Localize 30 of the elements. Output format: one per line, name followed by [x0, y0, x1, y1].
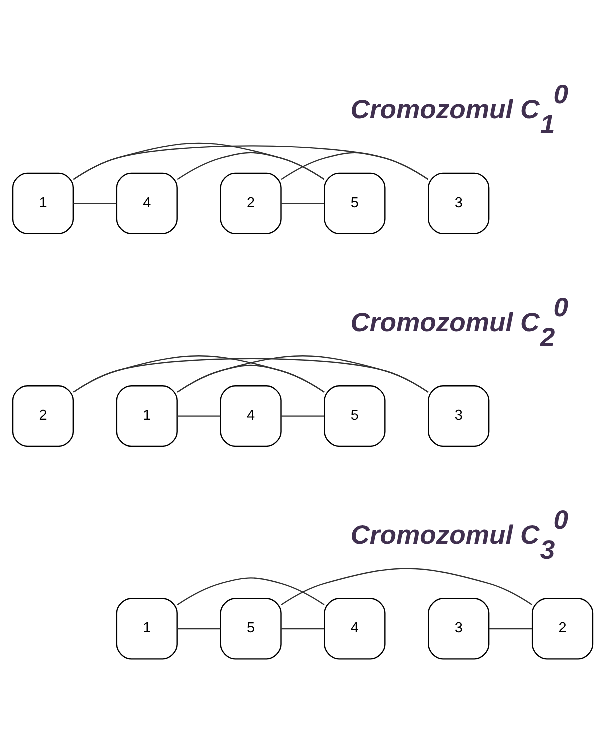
node-box: 4	[220, 386, 282, 448]
connector	[177, 152, 325, 180]
node-box: 5	[220, 598, 282, 660]
node-box: 5	[324, 386, 386, 448]
node-box: 5	[324, 172, 386, 234]
connector	[73, 356, 325, 393]
connector	[282, 203, 325, 204]
connector	[73, 142, 325, 180]
connector	[489, 628, 532, 630]
node-box: 2	[532, 598, 594, 660]
connector	[74, 203, 117, 204]
node-box: 4	[324, 598, 386, 660]
connector	[177, 356, 429, 393]
connector	[177, 578, 325, 606]
node-box: 1	[116, 386, 178, 448]
node-box: 4	[116, 172, 178, 234]
node-box: 3	[428, 172, 490, 234]
node-box: 1	[12, 172, 74, 234]
connector	[178, 416, 221, 417]
connector	[282, 416, 325, 417]
node-box: 2	[12, 386, 74, 448]
connector	[281, 152, 429, 180]
connector	[281, 568, 533, 606]
connector	[178, 628, 221, 630]
node-box: 3	[428, 598, 490, 660]
connector	[177, 364, 325, 393]
node-box: 3	[428, 386, 490, 448]
node-box: 1	[116, 598, 178, 660]
connector	[282, 628, 325, 630]
node-box: 2	[220, 172, 282, 234]
